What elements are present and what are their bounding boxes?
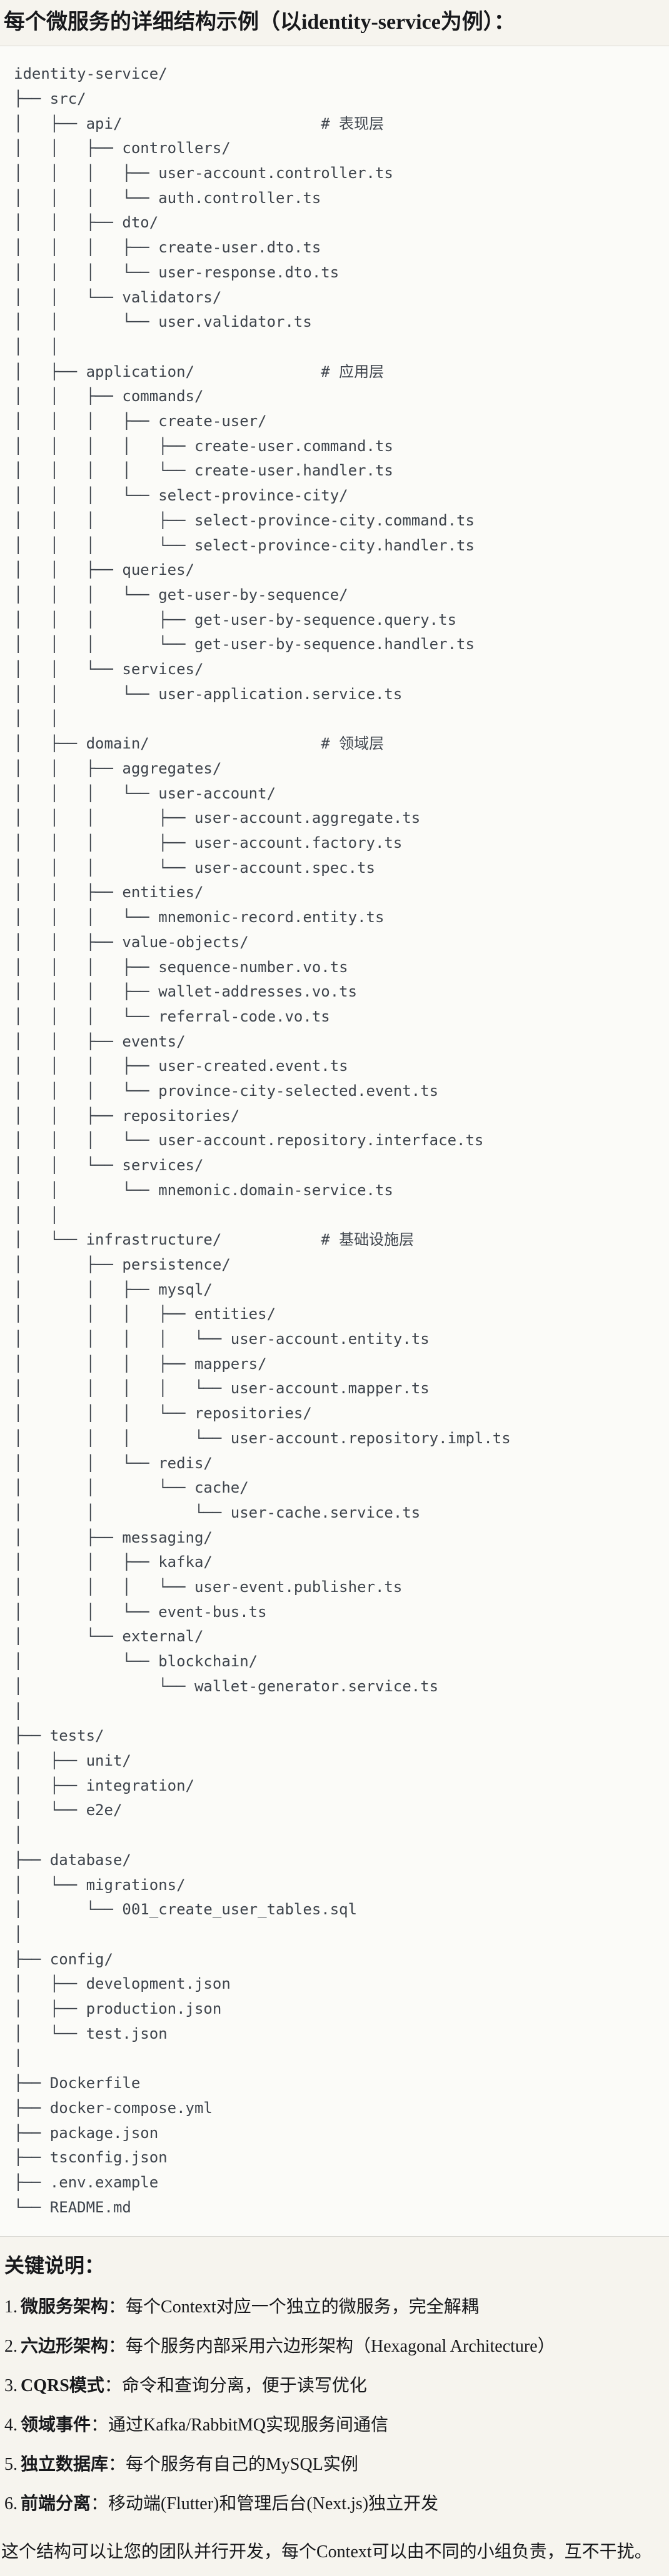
item-term: CQRS模式 (21, 2376, 104, 2396)
page-title: 每个微服务的详细结构示例（以identity-service为例）： (4, 11, 515, 34)
item-separator: ： (108, 2455, 126, 2475)
document-header: 每个微服务的详细结构示例（以identity-service为例）： (0, 0, 669, 46)
item-separator: ： (91, 2494, 109, 2514)
item-term: 独立数据库 (21, 2455, 109, 2475)
item-number: 3. (4, 2376, 18, 2396)
item-description: 每个服务有自己的MySQL实例 (126, 2455, 358, 2475)
item-description: 每个服务内部采用六边形架构（Hexagonal Architecture） (126, 2337, 555, 2357)
item-number: 4. (4, 2415, 18, 2435)
item-separator: ： (108, 2297, 126, 2317)
item-description: 移动端(Flutter)和管理后台(Next.js)独立开发 (108, 2494, 439, 2514)
item-term: 领域事件 (21, 2415, 91, 2435)
list-item: 3.CQRS模式：命令和查询分离，便于读写优化 (4, 2374, 661, 2398)
list-item: 6.前端分离：移动端(Flutter)和管理后台(Next.js)独立开发 (4, 2492, 661, 2516)
item-term: 六边形架构 (21, 2337, 109, 2357)
item-term: 微服务架构 (21, 2297, 109, 2317)
item-separator: ： (104, 2376, 122, 2396)
item-number: 2. (4, 2337, 18, 2357)
item-number: 6. (4, 2494, 18, 2514)
closing-paragraph: 这个结构可以让您的团队并行开发，每个Context可以由不同的小组负责，互不干扰… (1, 2542, 652, 2562)
code-block: identity-service/ ├── src/ │ ├── api/ # … (0, 46, 669, 2237)
list-item: 5.独立数据库：每个服务有自己的MySQL实例 (4, 2453, 661, 2477)
notes-heading: 关键说明： (4, 2254, 105, 2277)
item-term: 前端分离 (21, 2494, 91, 2514)
tree-text: identity-service/ ├── src/ │ ├── api/ # … (14, 65, 511, 2216)
item-separator: ： (108, 2337, 126, 2357)
list-item: 2.六边形架构：每个服务内部采用六边形架构（Hexagonal Architec… (4, 2335, 661, 2359)
list-item: 4.领域事件：通过Kafka/RabbitMQ实现服务间通信 (4, 2414, 661, 2437)
list-item: 1.微服务架构：每个Context对应一个独立的微服务，完全解耦 (4, 2295, 661, 2319)
item-description: 每个Context对应一个独立的微服务，完全解耦 (126, 2297, 479, 2317)
item-description: 通过Kafka/RabbitMQ实现服务间通信 (108, 2415, 388, 2435)
item-number: 5. (4, 2455, 18, 2475)
item-separator: ： (91, 2415, 109, 2435)
item-description: 命令和查询分离，便于读写优化 (121, 2376, 367, 2396)
item-number: 1. (4, 2297, 18, 2317)
